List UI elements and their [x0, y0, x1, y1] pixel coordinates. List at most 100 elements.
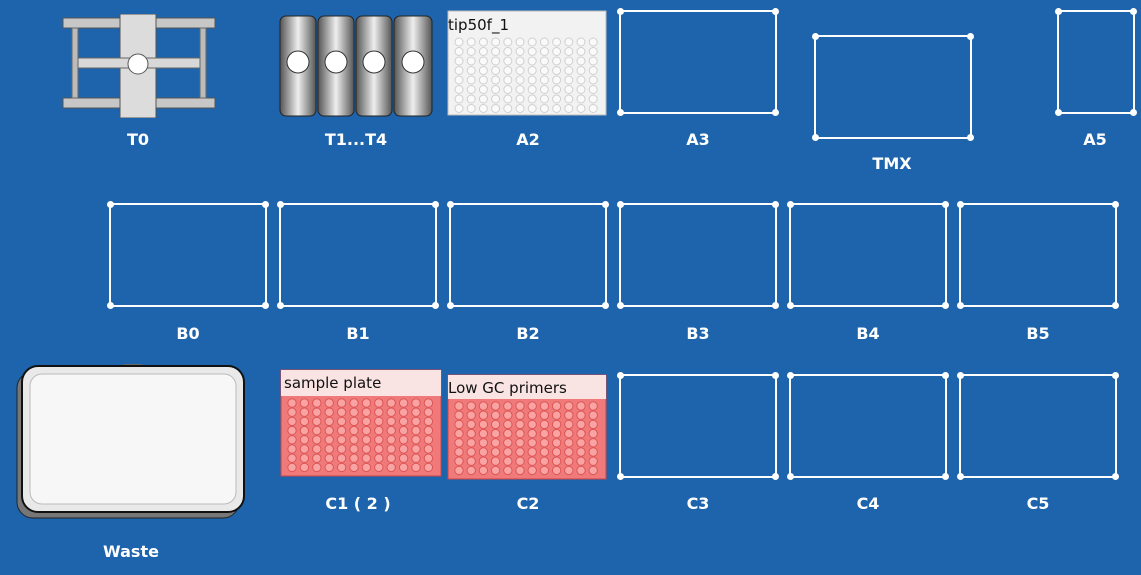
well: [349, 462, 359, 473]
slot-corner-dot: [942, 302, 949, 309]
well: [374, 398, 384, 408]
well: [588, 66, 598, 75]
well: [539, 94, 549, 104]
well: [576, 75, 586, 85]
well: [503, 37, 513, 47]
labware-name-a2: tip50f_1: [448, 16, 509, 34]
well: [386, 462, 396, 473]
well: [411, 444, 421, 454]
slot-b0[interactable]: [107, 201, 269, 309]
well: [478, 75, 488, 85]
well: [588, 438, 598, 448]
well: [466, 104, 476, 113]
well: [386, 407, 396, 417]
well: [398, 444, 409, 454]
well: [527, 419, 537, 430]
slot-b2[interactable]: [447, 201, 609, 309]
well: [503, 456, 513, 466]
slot-c4[interactable]: [787, 372, 949, 480]
slot-corner-dot: [432, 201, 439, 208]
well: [361, 398, 372, 408]
slot-b1[interactable]: [277, 201, 439, 309]
labware-name-c1: sample plate: [284, 374, 382, 392]
well: [299, 444, 310, 454]
well: [539, 401, 550, 411]
well: [374, 425, 384, 436]
thermal-block-image: [279, 15, 433, 117]
slot-b3[interactable]: [617, 201, 779, 309]
slot-corner-dot: [432, 302, 439, 309]
slot-edge-top: [793, 203, 943, 205]
well: [336, 462, 347, 473]
well: [515, 428, 525, 439]
well: [552, 66, 562, 75]
slot-corner-dot: [957, 302, 964, 309]
well: [503, 419, 513, 430]
slot-c5[interactable]: [957, 372, 1119, 480]
slot-corner-dot: [772, 201, 779, 208]
waste-container[interactable]: [14, 362, 248, 522]
slot-edge-top: [283, 203, 433, 205]
slot-a3[interactable]: [617, 8, 779, 116]
slot-label-c3: C3: [686, 494, 710, 513]
slot-b5[interactable]: [957, 201, 1119, 309]
well: [539, 47, 549, 56]
well: [539, 465, 550, 476]
slot-edge-top: [793, 374, 943, 376]
slot-c1[interactable]: sample plate: [280, 369, 444, 479]
well: [454, 56, 464, 66]
slot-edge-bottom: [1061, 112, 1131, 114]
slot-b4[interactable]: [787, 201, 949, 309]
well: [398, 435, 409, 445]
slot-label-waste: Waste: [103, 542, 159, 561]
slot-corner-dot: [1130, 8, 1137, 15]
slot-corner-dot: [1055, 8, 1062, 15]
well: [349, 444, 359, 454]
slot-edge-top: [818, 35, 968, 37]
slot-a5[interactable]: [1055, 8, 1137, 116]
well: [287, 444, 297, 454]
t0-holder[interactable]: [60, 13, 218, 119]
well: [527, 447, 537, 457]
well: [564, 428, 574, 439]
well: [423, 453, 434, 463]
slot-tmx[interactable]: [812, 33, 974, 141]
well: [398, 407, 409, 417]
well: [552, 94, 562, 104]
well: [466, 66, 476, 75]
well: [466, 56, 476, 66]
well: [349, 407, 359, 417]
well: [564, 401, 574, 411]
well: [374, 407, 384, 417]
well: [576, 428, 586, 439]
well: [527, 456, 537, 466]
well: [576, 85, 586, 94]
well: [552, 104, 562, 113]
well: [491, 66, 501, 75]
slot-c3[interactable]: [617, 372, 779, 480]
well: [503, 410, 513, 420]
slot-label-c4: C4: [856, 494, 880, 513]
well: [576, 410, 586, 420]
slot-corner-dot: [1112, 302, 1119, 309]
well: [324, 435, 334, 445]
t1-t4-holder[interactable]: [278, 14, 436, 118]
well: [454, 419, 464, 430]
slot-corner-dot: [107, 201, 114, 208]
slot-corner-dot: [957, 473, 964, 480]
slot-a2[interactable]: tip50f_1: [447, 10, 607, 116]
well: [454, 85, 464, 94]
well: [287, 453, 297, 463]
well: [454, 465, 464, 476]
slot-corner-dot: [942, 372, 949, 379]
slot-edge-left: [619, 207, 621, 303]
well: [299, 407, 310, 417]
slot-label-tmx: TMX: [872, 154, 912, 173]
well: [299, 425, 310, 436]
slot-c2[interactable]: Low GC primers: [447, 374, 609, 482]
well: [515, 419, 525, 430]
well: [551, 401, 562, 411]
well: [588, 37, 598, 47]
well: [374, 444, 384, 454]
well: [374, 416, 384, 427]
